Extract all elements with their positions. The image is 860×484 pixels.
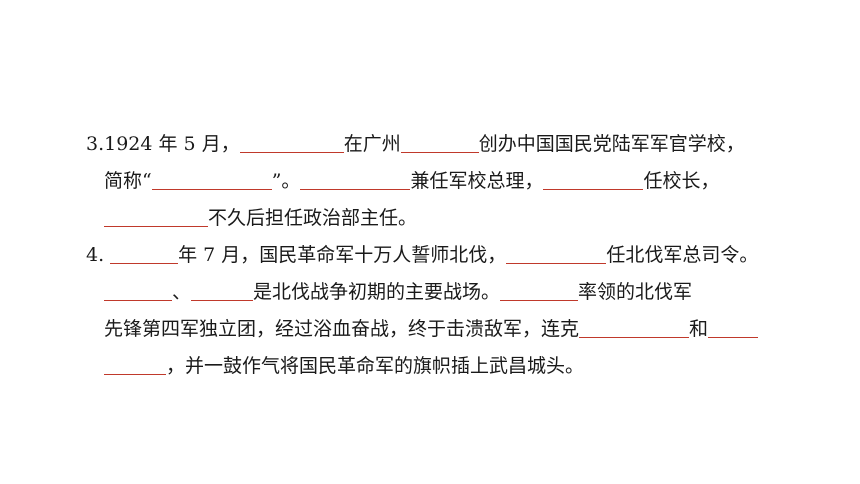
- q3-text: 任校长，: [643, 170, 720, 192]
- q3-text: 在广州: [343, 133, 401, 155]
- q4-text: 先锋第四军独立团，经过浴血奋战，终于击溃敌军，连克: [104, 318, 580, 340]
- q4-text: 年 7 月，国民革命军十万人誓师北伐，: [178, 244, 507, 266]
- q4-prefix: 4.: [86, 244, 105, 266]
- q3-text: 创办中国国民党陆军军官学校，: [478, 133, 745, 155]
- q3-prefix: 3.1924 年 5 月，: [86, 133, 240, 155]
- q4-text: 任北伐军总司令。: [606, 244, 759, 266]
- blank-location[interactable]: [400, 132, 479, 153]
- q4-line-1: 4. 年 7 月，国民革命军十万人誓师北伐， 任北伐军总司令。: [86, 237, 826, 274]
- blank-short-name[interactable]: [151, 169, 272, 190]
- q4-line-3: 先锋第四军独立团，经过浴血奋战，终于击溃敌军，连克 和: [86, 311, 826, 348]
- q3-text: 不久后担任政治部主任。: [208, 207, 418, 229]
- blank-captured-2b[interactable]: [104, 354, 166, 375]
- q4-text: 和: [689, 318, 709, 340]
- blank-vanguard-leader[interactable]: [500, 280, 579, 301]
- blank-battlefield-2[interactable]: [191, 280, 254, 301]
- q4-text: 是北伐战争初期的主要战场。: [253, 281, 501, 303]
- blank-premier[interactable]: [300, 169, 411, 190]
- q3-text: 兼任军校总理，: [410, 170, 544, 192]
- blank-battlefield-1[interactable]: [104, 280, 172, 301]
- q3-text: ”。: [271, 170, 301, 192]
- worksheet: 3.1924 年 5 月， 在广州 创办中国国民党陆军军官学校， 简称“ ”。 兼任军校…: [86, 126, 826, 385]
- blank-political-director[interactable]: [104, 206, 208, 227]
- q4-line-2: 、 是北伐战争初期的主要战场。 率领的北伐军: [86, 274, 826, 311]
- blank-captured-1[interactable]: [579, 317, 690, 338]
- blank-year[interactable]: [110, 243, 179, 264]
- q3-text: 简称“: [104, 170, 152, 192]
- blank-captured-2a[interactable]: [708, 317, 759, 338]
- q3-line-1: 3.1924 年 5 月， 在广州 创办中国国民党陆军军官学校，: [86, 126, 826, 163]
- q4-text: 、: [172, 281, 192, 303]
- blank-commander[interactable]: [506, 243, 607, 264]
- q3-line-2: 简称“ ”。 兼任军校总理， 任校长，: [86, 163, 826, 200]
- q4-line-4: ，并一鼓作气将国民革命军的旗帜插上武昌城头。: [86, 348, 826, 385]
- blank-principal[interactable]: [543, 169, 644, 190]
- q3-line-3: 不久后担任政治部主任。: [86, 200, 826, 237]
- q4-text: ，并一鼓作气将国民革命军的旗帜插上武昌城头。: [166, 355, 585, 377]
- blank-founder[interactable]: [239, 132, 344, 153]
- q4-text: 率领的北伐军: [578, 281, 693, 303]
